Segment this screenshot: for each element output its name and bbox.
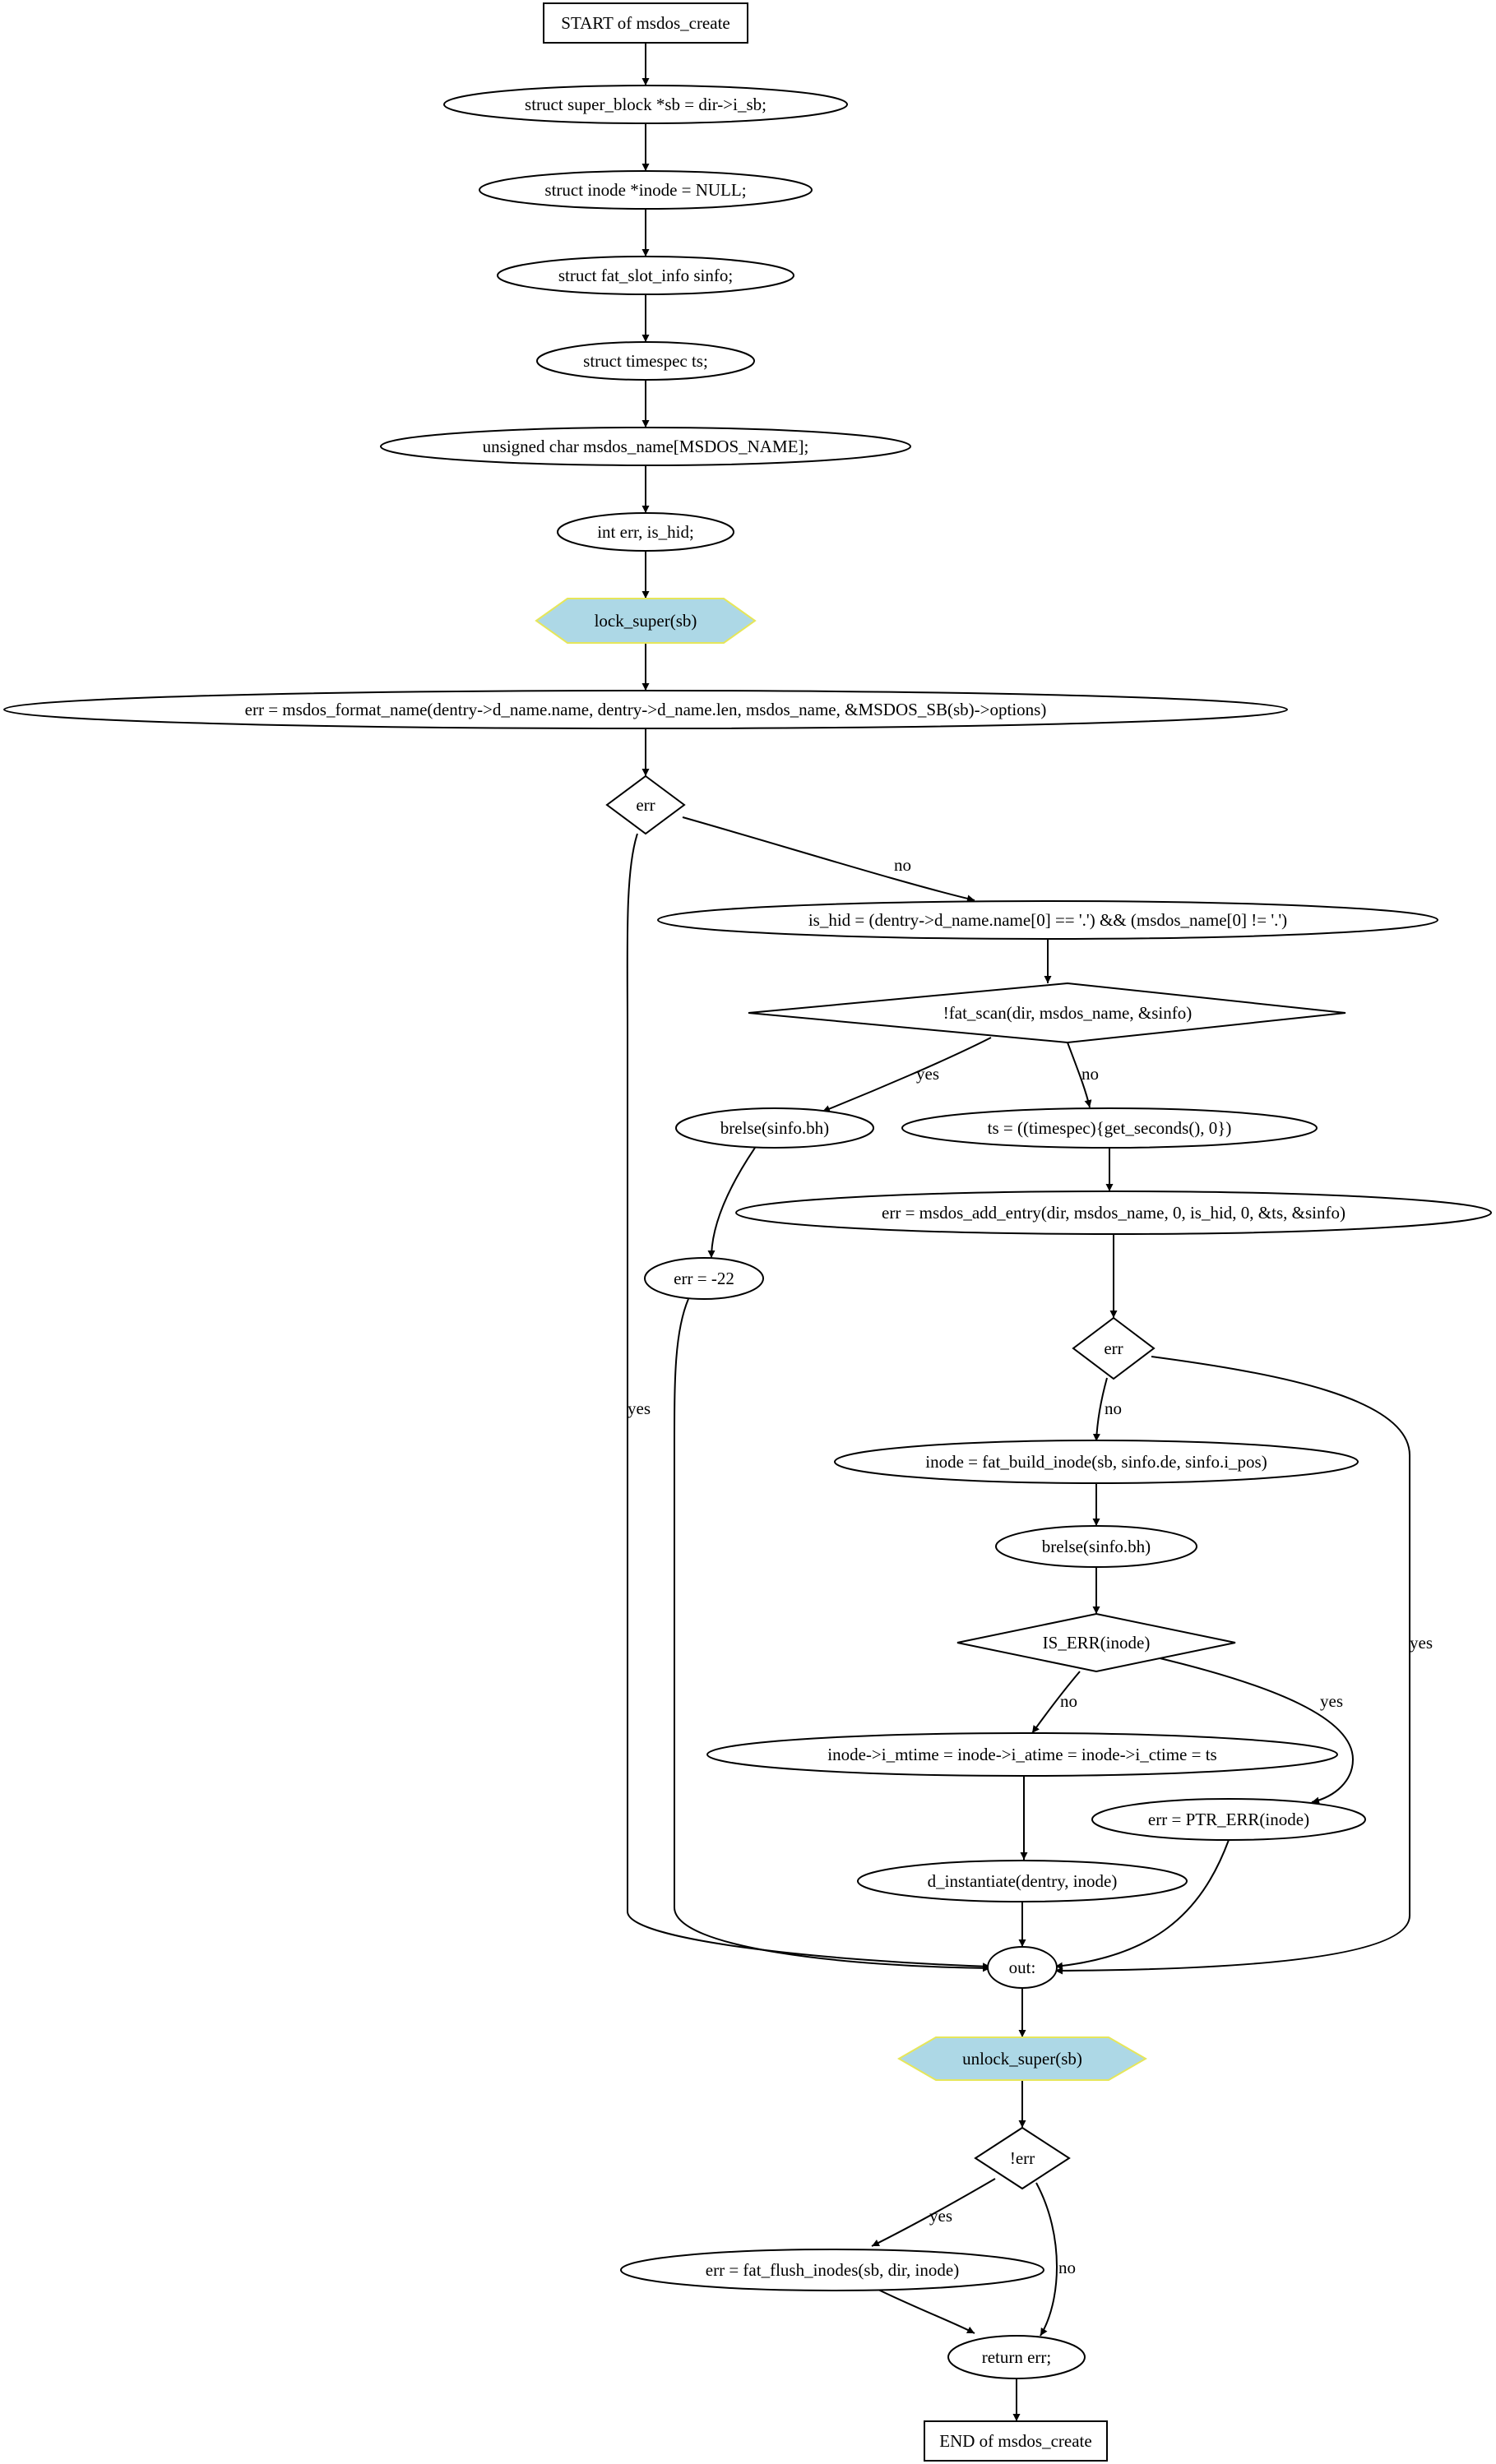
node-end-label: END of msdos_create bbox=[939, 2431, 1091, 2451]
edge-iserr-ptrerr bbox=[1152, 1656, 1355, 1805]
nodes: START of msdos_create struct super_block… bbox=[3, 2, 1492, 2462]
node-msdos-name-decl: unsigned char msdos_name[MSDOS_NAME]; bbox=[380, 427, 911, 466]
node-fat-scan: !fat_scan(dir, msdos_name, &sinfo) bbox=[748, 982, 1346, 1044]
node-brelse-1: brelse(sinfo.bh) bbox=[675, 1107, 874, 1149]
node-err-check-2-label: err bbox=[1104, 1338, 1123, 1358]
node-err-check-1: err bbox=[605, 774, 686, 835]
edge-label-err2-yes: yes bbox=[1410, 1633, 1433, 1653]
node-unlock-super: unlock_super(sb) bbox=[897, 2036, 1147, 2081]
node-err-decl: int err, is_hid; bbox=[557, 512, 734, 552]
node-unlock-super-label: unlock_super(sb) bbox=[962, 2049, 1082, 2069]
node-sinfo-decl: struct fat_slot_info sinfo; bbox=[497, 256, 794, 295]
node-inode-decl-label: struct inode *inode = NULL; bbox=[544, 180, 746, 200]
node-ts-decl: struct timespec ts; bbox=[536, 341, 755, 381]
node-d-instantiate-label: d_instantiate(dentry, inode) bbox=[928, 1871, 1118, 1891]
node-return-label: return err; bbox=[982, 2347, 1052, 2367]
node-ptr-err: err = PTR_ERR(inode) bbox=[1091, 1798, 1366, 1841]
edge-label-noterr-no: no bbox=[1058, 2258, 1076, 2277]
node-build-inode: inode = fat_build_inode(sb, sinfo.de, si… bbox=[834, 1440, 1359, 1484]
edge-iserr-times bbox=[1031, 1671, 1081, 1734]
node-lock-super-label: lock_super(sb) bbox=[595, 611, 697, 631]
node-err-minus-22: err = -22 bbox=[644, 1257, 764, 1300]
edges bbox=[626, 43, 1410, 2421]
edge-noterr-return bbox=[1035, 2182, 1058, 2337]
edge-fatscan-brelse1 bbox=[822, 1037, 992, 1112]
edge-err22-out bbox=[674, 1298, 991, 1972]
node-err-check-2: err bbox=[1072, 1316, 1156, 1380]
node-add-entry: err = msdos_add_entry(dir, msdos_name, 0… bbox=[735, 1190, 1492, 1235]
node-ptr-err-label: err = PTR_ERR(inode) bbox=[1148, 1810, 1309, 1829]
node-is-hid: is_hid = (dentry->d_name.name[0] == '.')… bbox=[657, 900, 1438, 940]
node-sb-decl: struct super_block *sb = dir->i_sb; bbox=[443, 85, 848, 124]
edge-label-scan-yes: yes bbox=[916, 1064, 939, 1084]
node-build-inode-label: inode = fat_build_inode(sb, sinfo.de, si… bbox=[925, 1452, 1267, 1472]
edge-label-err1-yes: yes bbox=[628, 1398, 651, 1418]
edge-flush-return bbox=[878, 2289, 975, 2334]
node-ts-assign: ts = ((timespec){get_seconds(), 0}) bbox=[901, 1107, 1318, 1149]
edge-err1-out bbox=[626, 833, 991, 1971]
edge-label-iserr-yes: yes bbox=[1320, 1691, 1343, 1711]
edge-label-err1-no: no bbox=[894, 855, 911, 875]
edge-err2-out bbox=[1054, 1356, 1410, 1975]
edge-err1-ishid bbox=[682, 816, 975, 903]
node-return: return err; bbox=[947, 2335, 1086, 2379]
node-d-instantiate: d_instantiate(dentry, inode) bbox=[857, 1860, 1188, 1902]
node-is-err: IS_ERR(inode) bbox=[956, 1612, 1236, 1673]
node-err-check-1-label: err bbox=[636, 795, 655, 815]
node-format-name-label: err = msdos_format_name(dentry->d_name.n… bbox=[245, 700, 1047, 719]
edge-ptrerr-out bbox=[1054, 1839, 1230, 1970]
edge-label-scan-no: no bbox=[1081, 1064, 1099, 1084]
node-out: out: bbox=[987, 1946, 1058, 1989]
edge-brelse1-err22 bbox=[707, 1147, 756, 1259]
node-lock-super: lock_super(sb) bbox=[535, 598, 757, 644]
node-not-err: !err bbox=[974, 2126, 1071, 2190]
node-format-name: err = msdos_format_name(dentry->d_name.n… bbox=[3, 690, 1288, 729]
edge-err2-buildinode bbox=[1092, 1377, 1108, 1442]
edge-label-noterr-yes: yes bbox=[929, 2206, 952, 2226]
node-flush-inodes-label: err = fat_flush_inodes(sb, dir, inode) bbox=[706, 2260, 959, 2280]
node-ts-assign-label: ts = ((timespec){get_seconds(), 0}) bbox=[988, 1118, 1232, 1138]
node-err-decl-label: int err, is_hid; bbox=[597, 522, 694, 542]
edge-label-err2-no: no bbox=[1105, 1398, 1122, 1418]
node-inode-decl: struct inode *inode = NULL; bbox=[479, 170, 813, 210]
edge-noterr-flush bbox=[871, 2178, 996, 2247]
node-end: END of msdos_create bbox=[924, 2420, 1108, 2462]
node-ts-decl-label: struct timespec ts; bbox=[583, 351, 708, 371]
node-is-hid-label: is_hid = (dentry->d_name.name[0] == '.')… bbox=[808, 910, 1287, 930]
node-brelse-2-label: brelse(sinfo.bh) bbox=[1042, 1537, 1151, 1556]
node-not-err-label: !err bbox=[1010, 2148, 1035, 2168]
node-is-err-label: IS_ERR(inode) bbox=[1043, 1633, 1151, 1653]
edge-label-iserr-no: no bbox=[1060, 1691, 1077, 1711]
node-sinfo-decl-label: struct fat_slot_info sinfo; bbox=[558, 266, 733, 285]
node-start-label: START of msdos_create bbox=[561, 13, 729, 33]
node-flush-inodes: err = fat_flush_inodes(sb, dir, inode) bbox=[620, 2249, 1044, 2291]
node-sb-decl-label: struct super_block *sb = dir->i_sb; bbox=[525, 95, 767, 114]
node-add-entry-label: err = msdos_add_entry(dir, msdos_name, 0… bbox=[882, 1203, 1345, 1223]
node-brelse-1-label: brelse(sinfo.bh) bbox=[720, 1118, 829, 1138]
node-msdos-name-decl-label: unsigned char msdos_name[MSDOS_NAME]; bbox=[483, 437, 809, 456]
node-set-times: inode->i_mtime = inode->i_atime = inode-… bbox=[706, 1732, 1338, 1777]
node-set-times-label: inode->i_mtime = inode->i_atime = inode-… bbox=[827, 1745, 1216, 1764]
node-fat-scan-label: !fat_scan(dir, msdos_name, &sinfo) bbox=[943, 1003, 1192, 1023]
node-start: START of msdos_create bbox=[543, 2, 748, 44]
edge-labels: no yes yes no no yes no yes yes no bbox=[628, 855, 1433, 2277]
node-out-label: out: bbox=[1009, 1958, 1036, 1977]
node-err-minus-22-label: err = -22 bbox=[674, 1269, 734, 1288]
node-brelse-2: brelse(sinfo.bh) bbox=[995, 1525, 1197, 1568]
edge-fatscan-tsassign bbox=[1067, 1042, 1092, 1108]
